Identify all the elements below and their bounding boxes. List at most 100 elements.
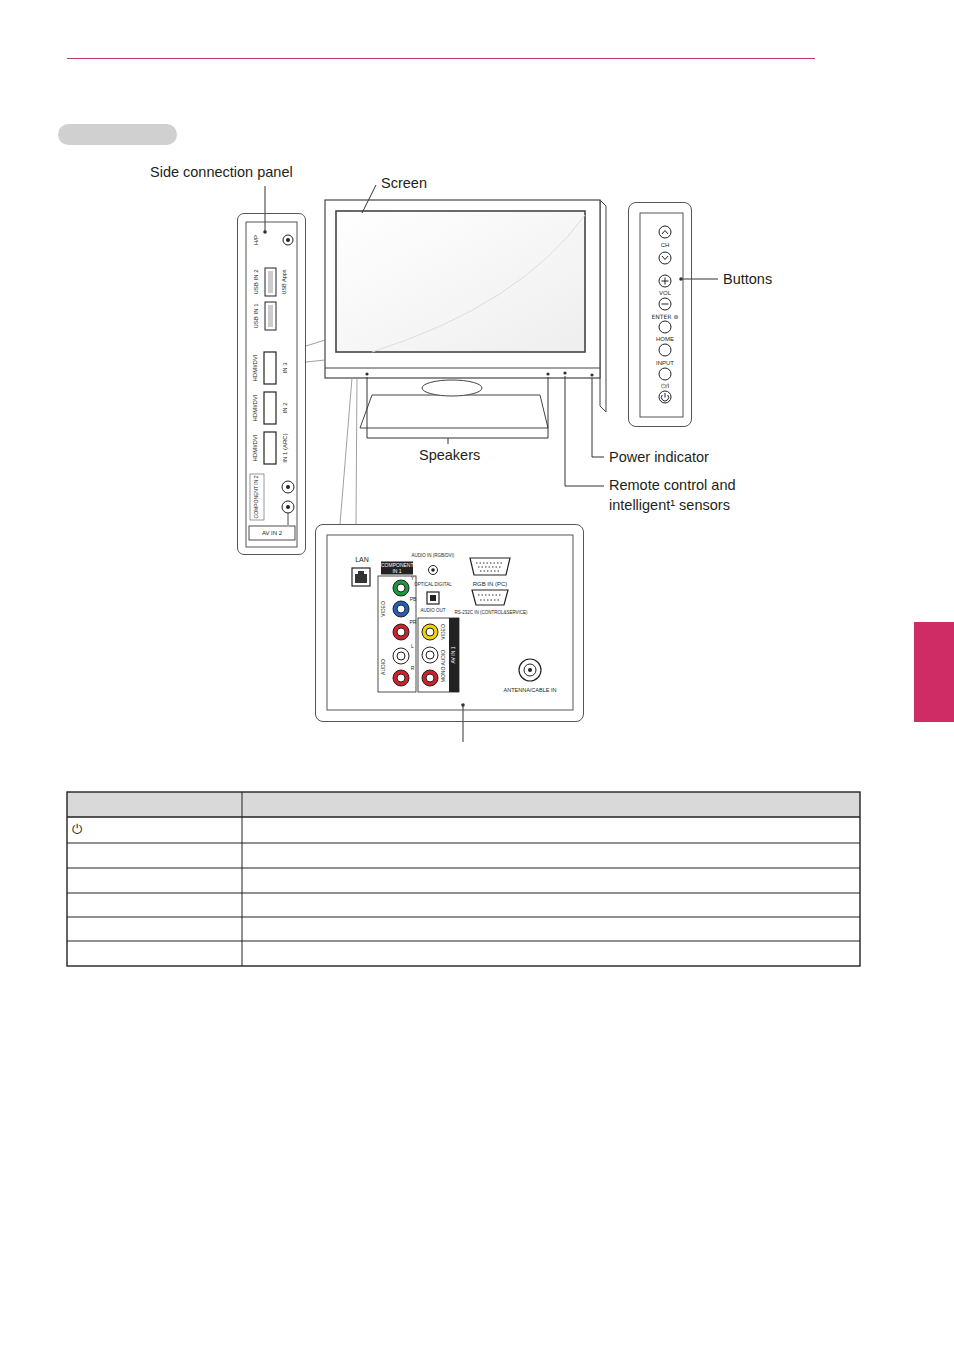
jack-center bbox=[426, 628, 434, 636]
port-label: H/P bbox=[253, 235, 260, 245]
lan-port bbox=[352, 568, 370, 586]
down-symbol bbox=[662, 256, 668, 260]
leader-line bbox=[448, 438, 449, 444]
label-strip bbox=[449, 618, 459, 692]
optical-port bbox=[427, 592, 439, 604]
component-jack bbox=[282, 481, 294, 493]
tv-side bbox=[600, 200, 606, 412]
lan-port-socket bbox=[355, 571, 367, 583]
jack-ring bbox=[422, 670, 438, 686]
port-label: OPTICAL DIGITAL bbox=[414, 583, 452, 588]
panel-inner-border bbox=[640, 213, 683, 417]
button bbox=[659, 298, 671, 310]
port-label: IN 3 bbox=[282, 362, 289, 373]
button-label: VOL bbox=[659, 290, 671, 297]
button-label: CH bbox=[661, 242, 670, 249]
hdmi-port bbox=[264, 392, 276, 424]
signal-label: AUDIO bbox=[381, 659, 387, 675]
leader-line bbox=[565, 376, 604, 486]
button bbox=[659, 275, 671, 287]
serial-port bbox=[472, 590, 508, 605]
headphone-jack bbox=[283, 235, 293, 245]
port-label: RGB IN (PC) bbox=[473, 581, 508, 588]
pin-label: R bbox=[411, 666, 415, 672]
table-frame bbox=[67, 792, 860, 966]
speaker-mark bbox=[546, 372, 549, 375]
table-rule bbox=[242, 792, 243, 966]
rca-jack bbox=[422, 624, 438, 686]
tv-stand-neck bbox=[422, 380, 482, 396]
jack-ring bbox=[422, 647, 438, 663]
jack-ring bbox=[393, 624, 409, 640]
table-rule bbox=[67, 893, 860, 894]
port-label: USB Apps bbox=[281, 269, 287, 294]
jack-ring bbox=[422, 624, 438, 640]
port-label: LAN bbox=[355, 556, 369, 564]
jack-ring bbox=[393, 670, 409, 686]
jack-ring bbox=[393, 601, 409, 617]
label-frame bbox=[250, 474, 264, 520]
plus-symbol bbox=[662, 278, 669, 285]
minus-symbol bbox=[662, 304, 669, 305]
pin-label: L bbox=[411, 644, 414, 650]
port-label: USB IN 2 bbox=[253, 269, 260, 294]
table-rule bbox=[67, 941, 860, 942]
port-label: ANTENNA/CABLE IN bbox=[504, 687, 557, 693]
side-connection-panel: H/PUSB IN 2USB AppsUSB IN 1HDMI/DVIIN 3H… bbox=[237, 213, 306, 555]
button-label: ENTER ⊛ bbox=[652, 314, 679, 321]
jack-hole bbox=[286, 505, 290, 509]
pin-label: PR bbox=[410, 620, 417, 626]
power-indicator-mark bbox=[590, 373, 593, 376]
port-label: AUDIO IN (RGB/DVI) bbox=[412, 554, 455, 559]
up-symbol bbox=[662, 231, 668, 235]
speakers-bracket bbox=[367, 377, 548, 438]
port-label: USB IN 1 bbox=[253, 303, 260, 328]
zoom-line bbox=[306, 340, 325, 346]
panel-inner-border bbox=[246, 222, 297, 547]
jack-center bbox=[397, 674, 405, 682]
hdmi-port bbox=[264, 432, 276, 464]
table-rule bbox=[67, 868, 860, 869]
jack-hole bbox=[431, 568, 435, 572]
antenna-port-pin bbox=[528, 668, 532, 672]
callout-label: Side connection panel bbox=[150, 163, 293, 183]
tv-frame bbox=[325, 200, 600, 378]
jack-center bbox=[397, 605, 405, 613]
antenna-port-ring bbox=[524, 664, 536, 676]
sensor-mark bbox=[563, 371, 566, 374]
rca-jack bbox=[393, 580, 409, 686]
jack-hole bbox=[286, 485, 290, 489]
audio-in-jack bbox=[429, 566, 438, 575]
jack-center bbox=[397, 652, 405, 660]
header-rule bbox=[67, 58, 815, 59]
power-symbol bbox=[661, 393, 668, 401]
signal-label: VIDEO bbox=[381, 601, 387, 617]
port-logo: HDMI/DVI bbox=[252, 355, 259, 382]
button bbox=[659, 252, 671, 264]
pin-label: Y bbox=[411, 576, 414, 582]
tv-stand-base bbox=[360, 395, 548, 428]
button-label: INPUT bbox=[656, 360, 674, 367]
table-rule bbox=[67, 917, 860, 918]
jack-center bbox=[426, 674, 434, 682]
button-label: HOME bbox=[656, 336, 674, 343]
heading-pill bbox=[58, 124, 177, 145]
port-label: COMPONENT IN 2 bbox=[254, 476, 260, 519]
headphone-jack-hole bbox=[286, 238, 290, 242]
leader-dot bbox=[461, 703, 465, 707]
section-tab bbox=[914, 622, 954, 722]
button bbox=[659, 391, 671, 403]
leader-line bbox=[362, 185, 376, 213]
port-label: AUDIO OUT bbox=[420, 609, 445, 614]
tv-bezel-line bbox=[325, 368, 600, 369]
table-header-row bbox=[67, 792, 860, 817]
screen-reflection bbox=[372, 215, 585, 352]
port-label: IN 2 bbox=[282, 402, 289, 413]
port-label: IN 1 (ARC) bbox=[282, 433, 289, 462]
hdmi-port bbox=[264, 352, 276, 384]
button-panel: CHVOLENTER ⊛HOMEINPUT⏻/I bbox=[628, 202, 692, 427]
optical-port-hole bbox=[430, 595, 436, 601]
signal-label: MONO AUDIO bbox=[441, 650, 447, 683]
